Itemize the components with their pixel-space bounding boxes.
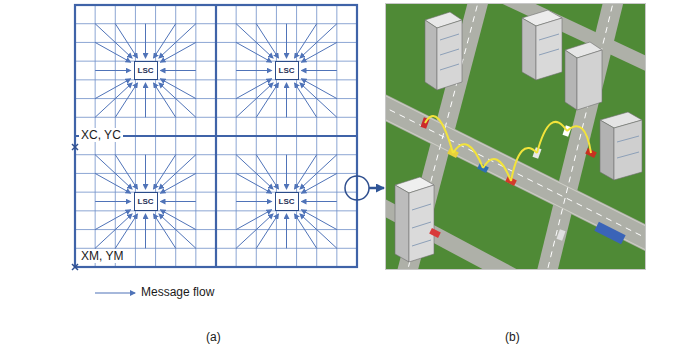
- message-flow-arrows: [95, 24, 337, 249]
- panel-label: (b): [503, 330, 522, 344]
- node-text: LSC: [138, 198, 154, 206]
- lsc-box: LSC: [275, 61, 299, 80]
- zoom-arrow: [369, 187, 384, 190]
- node-text: LSC: [279, 67, 295, 75]
- lsc-box: LSC: [134, 192, 158, 211]
- panel-label: (a): [204, 330, 223, 344]
- zoom-circle: [345, 176, 369, 200]
- legend-text: Message flow: [141, 285, 214, 299]
- coordinate-label: XC, YC: [79, 128, 123, 142]
- node-text: LSC: [279, 198, 295, 206]
- grid-map: [75, 5, 357, 267]
- node-text: LSC: [138, 67, 154, 75]
- lsc-box: LSC: [275, 192, 299, 211]
- city-illustration: [386, 4, 645, 269]
- illustration-frame: [386, 4, 646, 270]
- lsc-box: LSC: [134, 61, 158, 80]
- coordinate-label: XM, YM: [79, 249, 125, 263]
- corner-markers: [72, 144, 78, 270]
- legend-arrow-sample: [95, 292, 135, 293]
